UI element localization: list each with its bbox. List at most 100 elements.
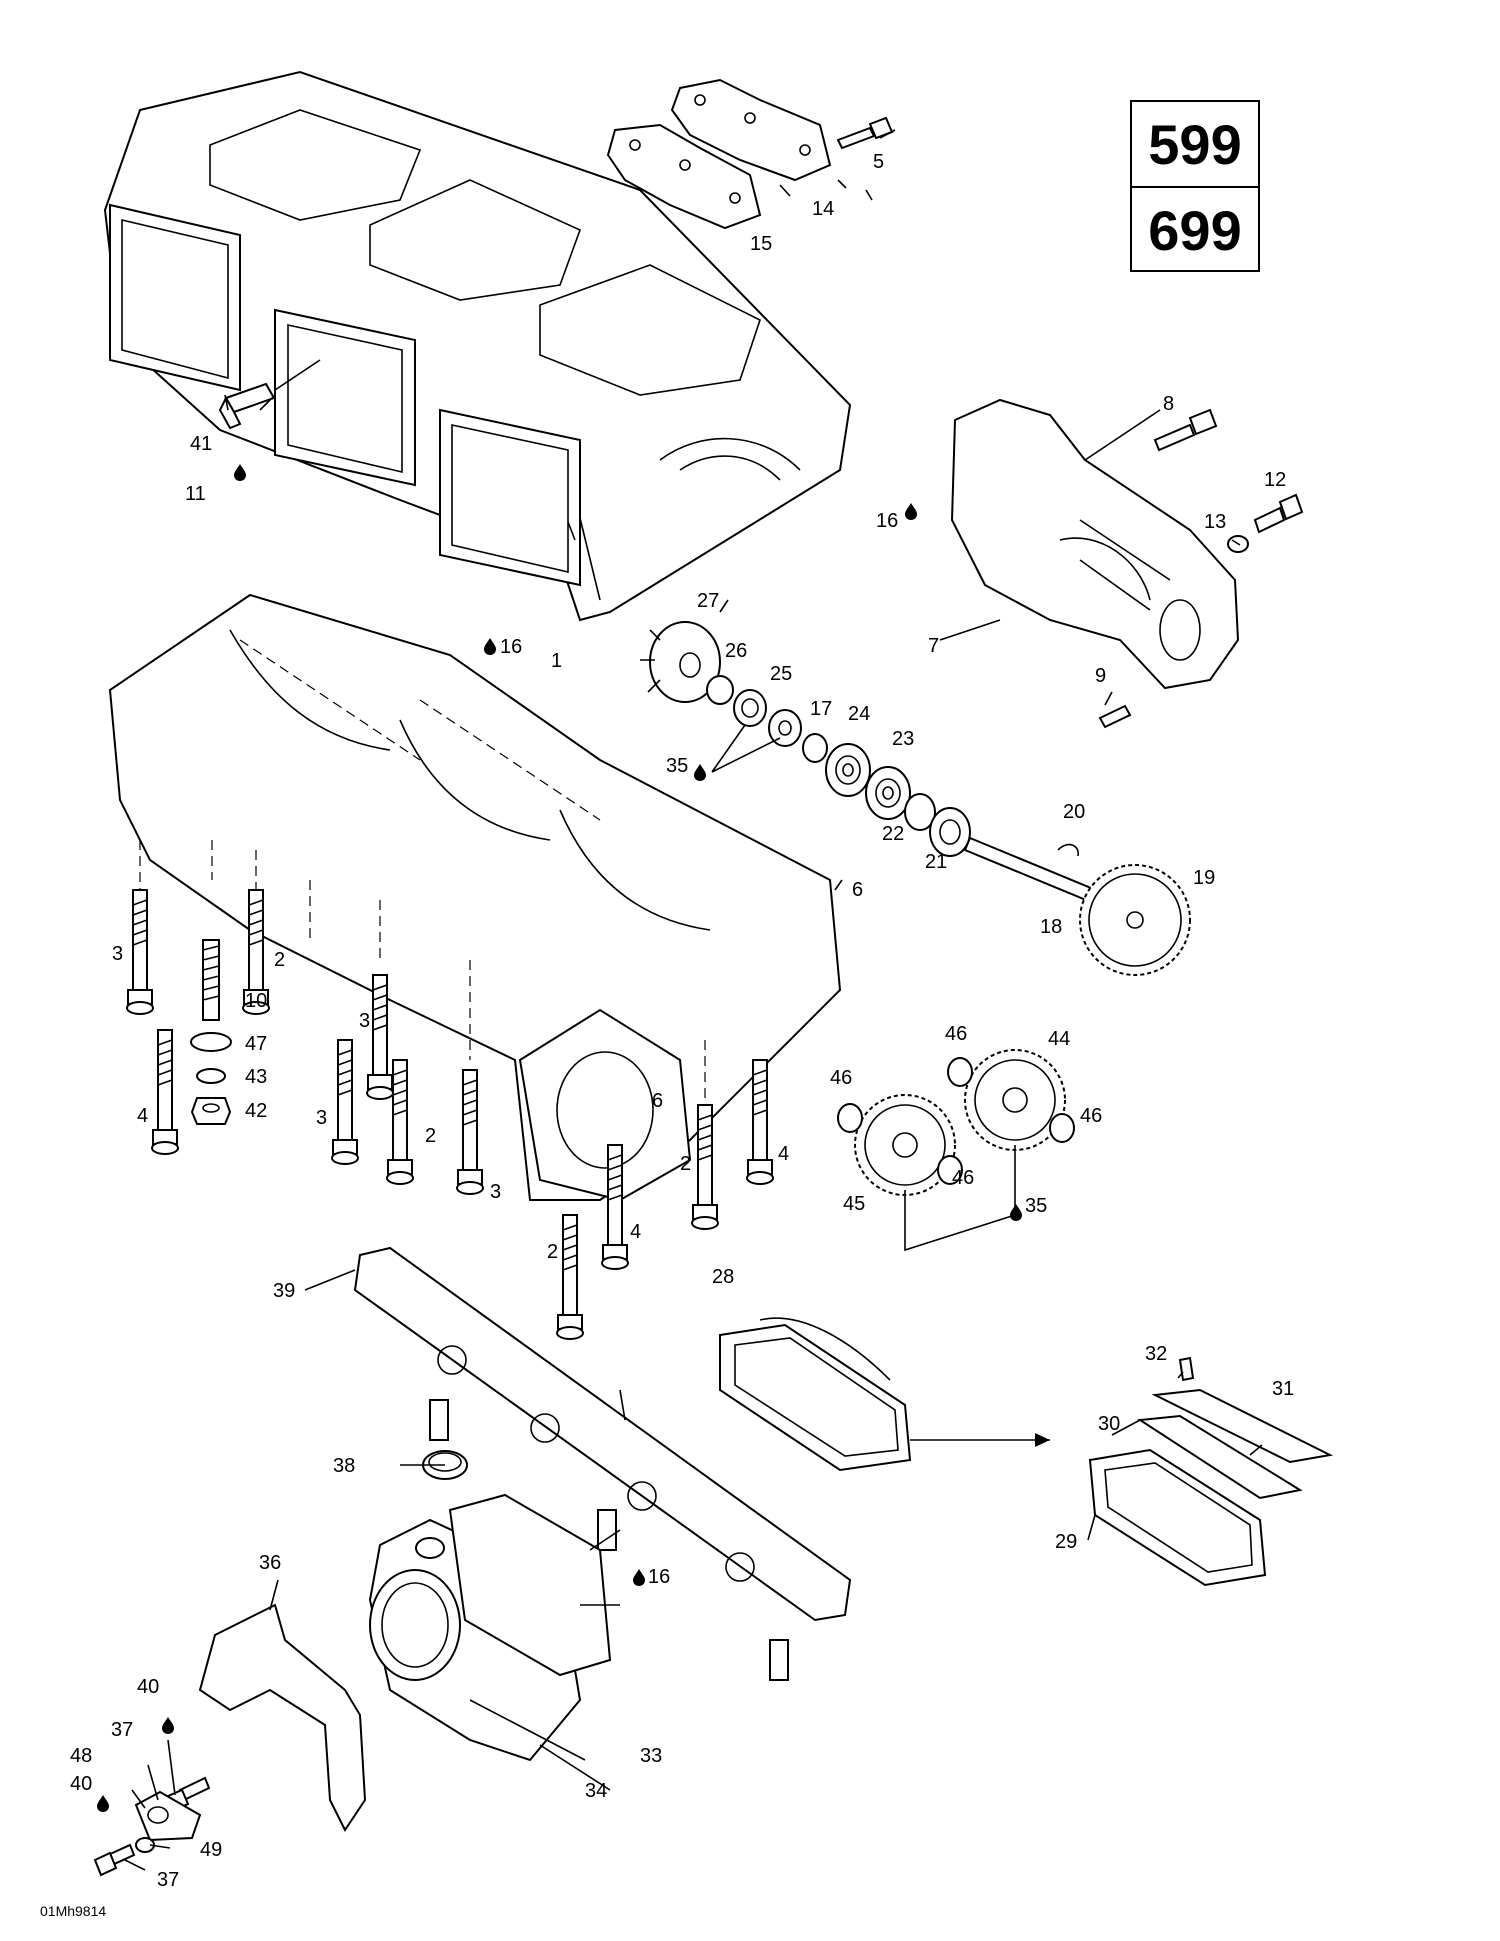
washer-47 bbox=[190, 1032, 232, 1052]
callout-34: 34 bbox=[585, 1780, 607, 1802]
bolt-37b bbox=[93, 1843, 136, 1877]
callout-17: 17 bbox=[810, 698, 832, 720]
circlip-22 bbox=[904, 793, 936, 831]
callout-39: 39 bbox=[273, 1280, 295, 1302]
callout-20: 20 bbox=[1063, 801, 1085, 823]
callout-47: 47 bbox=[245, 1033, 267, 1055]
callout-4a: 4 bbox=[137, 1105, 148, 1127]
reed-valve-28 bbox=[719, 1317, 912, 1472]
callout-24: 24 bbox=[848, 703, 870, 725]
callout-33: 33 bbox=[640, 1745, 662, 1767]
callout-8: 8 bbox=[1163, 393, 1174, 415]
nut-42 bbox=[190, 1097, 232, 1125]
callout-10: 10 bbox=[245, 990, 267, 1012]
lower-crankcase bbox=[108, 593, 842, 1202]
callout-3b: 3 bbox=[359, 1010, 370, 1032]
callout-40a: 40 bbox=[137, 1676, 159, 1698]
bolt-2c bbox=[556, 1214, 584, 1340]
seal-26 bbox=[706, 675, 734, 705]
callout-2b: 2 bbox=[425, 1125, 436, 1147]
figure-code: 01Mh9814 bbox=[40, 1903, 107, 1919]
callout-7: 7 bbox=[928, 635, 939, 657]
bearing-23 bbox=[865, 766, 911, 820]
bolt-4a bbox=[151, 1029, 179, 1155]
callout-37b: 37 bbox=[157, 1869, 179, 1891]
callout-19: 19 bbox=[1193, 867, 1215, 889]
upper-crankcase bbox=[103, 70, 852, 622]
seal-25 bbox=[733, 689, 767, 727]
callout-44: 44 bbox=[1048, 1028, 1070, 1050]
callout-4c: 4 bbox=[778, 1143, 789, 1165]
callout-42: 42 bbox=[245, 1100, 267, 1122]
callout-3d: 3 bbox=[490, 1181, 501, 1203]
callout-36: 36 bbox=[259, 1552, 281, 1574]
washer-46d bbox=[937, 1155, 963, 1185]
model-699: 699 bbox=[1148, 198, 1242, 262]
clamp-48 bbox=[134, 1790, 202, 1842]
callout-14: 14 bbox=[812, 198, 834, 220]
guide-lines bbox=[139, 840, 706, 1100]
callout-35a: 35 bbox=[666, 755, 688, 777]
callout-labels: 41 11 5 14 15 8 12 13 16 7 9 27 16 1 26 … bbox=[70, 151, 1294, 1891]
pump-housing-7 bbox=[950, 398, 1240, 690]
gasket-14 bbox=[670, 78, 832, 182]
leader-lines bbox=[124, 129, 1263, 1871]
fitting-11 bbox=[218, 359, 321, 430]
callout-5: 5 bbox=[873, 151, 884, 173]
callout-2c: 2 bbox=[547, 1241, 558, 1263]
callout-49: 49 bbox=[200, 1839, 222, 1861]
callout-16c: 16 bbox=[648, 1566, 670, 1588]
washer-46b bbox=[947, 1057, 973, 1087]
callout-43: 43 bbox=[245, 1066, 267, 1088]
callout-46c: 46 bbox=[1080, 1105, 1102, 1127]
washer-46c bbox=[1049, 1113, 1075, 1143]
bolt-12 bbox=[1253, 493, 1304, 534]
pin-9 bbox=[1098, 704, 1132, 729]
callout-4b: 4 bbox=[630, 1221, 641, 1243]
impeller-27 bbox=[640, 621, 721, 703]
callout-27: 27 bbox=[697, 590, 719, 612]
washer-43 bbox=[196, 1068, 226, 1084]
callout-6a: 6 bbox=[852, 879, 863, 901]
callout-6b: 6 bbox=[652, 1090, 663, 1112]
callout-30: 30 bbox=[1098, 1413, 1120, 1435]
callout-29: 29 bbox=[1055, 1531, 1077, 1553]
bearing-24 bbox=[825, 743, 871, 797]
callout-41: 41 bbox=[190, 433, 212, 455]
callout-3a: 3 bbox=[112, 943, 123, 965]
circlip-20 bbox=[1057, 843, 1079, 857]
bolt-3b bbox=[331, 1039, 359, 1165]
gear-19 bbox=[1079, 864, 1191, 976]
gear-44 bbox=[964, 1049, 1066, 1151]
reed-stop-31 bbox=[1151, 1388, 1334, 1464]
stud-10 bbox=[202, 939, 220, 1021]
reed-petal-30 bbox=[1137, 1414, 1303, 1500]
callout-31: 31 bbox=[1272, 1378, 1294, 1400]
callout-48: 48 bbox=[70, 1745, 92, 1767]
callout-38: 38 bbox=[333, 1455, 355, 1477]
callout-28: 28 bbox=[712, 1266, 734, 1288]
callout-46d: 46 bbox=[952, 1167, 974, 1189]
bracket-36 bbox=[198, 1603, 367, 1832]
callout-13: 13 bbox=[1204, 511, 1226, 533]
model-599: 599 bbox=[1132, 102, 1258, 188]
callout-15: 15 bbox=[750, 233, 772, 255]
gasket-15 bbox=[606, 123, 762, 230]
callout-9: 9 bbox=[1095, 665, 1106, 687]
callout-35b: 35 bbox=[1025, 1195, 1047, 1217]
callout-16b: 16 bbox=[500, 636, 522, 658]
washer-17 bbox=[802, 733, 828, 763]
callout-11: 11 bbox=[185, 483, 206, 505]
bearing-21 bbox=[929, 807, 971, 857]
gear-45 bbox=[854, 1094, 956, 1196]
callout-3c: 3 bbox=[316, 1107, 327, 1129]
gasket-33 bbox=[448, 1493, 612, 1677]
model-box: 599 699 bbox=[1130, 100, 1260, 272]
callout-21: 21 bbox=[925, 851, 947, 873]
screw-5 bbox=[836, 116, 894, 150]
seal-25b bbox=[768, 709, 802, 747]
intake-manifold-39 bbox=[353, 1246, 852, 1681]
washer-46a bbox=[837, 1103, 863, 1133]
callout-32: 32 bbox=[1145, 1343, 1167, 1365]
callout-1: 1 bbox=[551, 650, 562, 672]
